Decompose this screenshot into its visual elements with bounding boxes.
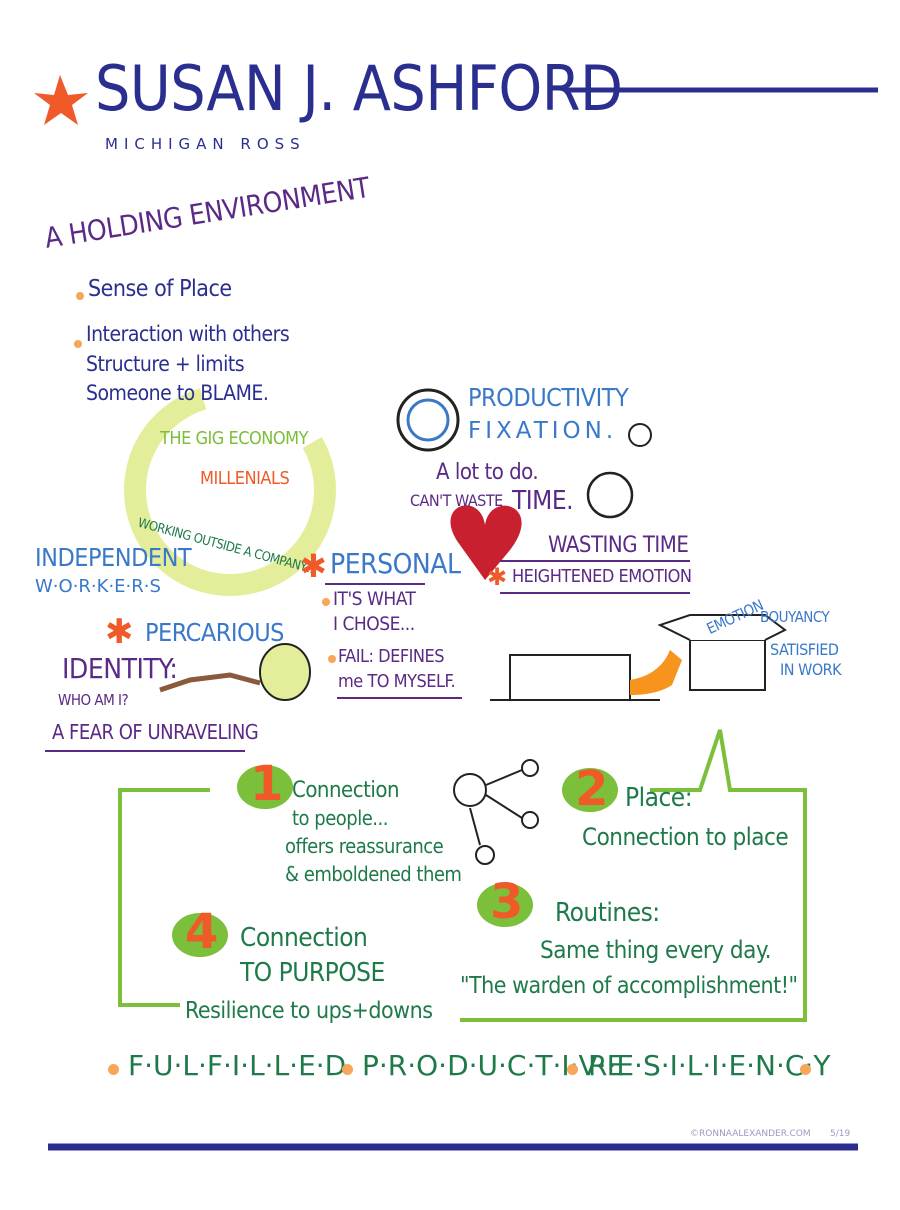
holding-item: Sense of Place bbox=[88, 276, 232, 302]
connection-title: Connection bbox=[292, 778, 400, 803]
connection-title: Routines: bbox=[555, 898, 660, 928]
gig-title: THE GIG ECONOMY bbox=[160, 428, 308, 449]
personal-item: I CHOSE... bbox=[333, 613, 415, 635]
speaker-name: SUSAN J. ASHFORD bbox=[95, 52, 623, 125]
connection-line: offers reassurance bbox=[285, 834, 444, 858]
connection-line: to people... bbox=[292, 806, 388, 830]
satisfied-label: SATISFIED bbox=[770, 640, 839, 659]
outcome-fulfilled: F·U·L·F·I·L·L·E·D bbox=[128, 1049, 347, 1082]
number-2: 2 bbox=[575, 761, 609, 817]
star-icon bbox=[34, 75, 88, 125]
copyright: ©RONNAALEXANDER.COM bbox=[690, 1129, 811, 1139]
connections-frame bbox=[118, 729, 807, 1022]
time-label: TIME. bbox=[512, 486, 574, 516]
bouyancy-label: BOUYANCY bbox=[760, 608, 830, 626]
connection-line: Connection to place bbox=[582, 823, 789, 851]
gear-icon bbox=[396, 388, 460, 452]
percarious-label: PERCARIOUS bbox=[145, 618, 284, 647]
bullet bbox=[567, 1064, 578, 1075]
speaker-affiliation: MICHIGAN ROSS bbox=[105, 135, 306, 153]
bullet bbox=[342, 1064, 353, 1075]
open-box-icon bbox=[657, 614, 787, 691]
workers-label: W·O·R·K·E·R·S bbox=[35, 576, 161, 597]
holding-item: Someone to BLAME. bbox=[86, 381, 269, 405]
divider bbox=[500, 560, 690, 562]
connection-line: Resilience to ups+downs bbox=[185, 998, 433, 1024]
connection-line: TO PURPOSE bbox=[240, 958, 385, 988]
personal-item: FAIL: DEFINES bbox=[338, 646, 445, 667]
crumbling-ground bbox=[159, 672, 261, 693]
divider bbox=[500, 592, 690, 594]
bullet bbox=[328, 655, 336, 663]
lot-to-do: A lot to do. bbox=[436, 460, 539, 485]
holding-item: Interaction with others bbox=[86, 322, 290, 346]
connection-line: & emboldened them bbox=[285, 862, 462, 886]
connection-line: Same thing every day. bbox=[540, 936, 772, 964]
divider bbox=[325, 583, 425, 585]
personal-item: me TO MYSELF. bbox=[338, 671, 456, 692]
connection-title: Connection bbox=[240, 923, 368, 953]
stressed-face-icon bbox=[586, 471, 634, 519]
personal-item: IT'S WHAT bbox=[333, 588, 416, 610]
satisfied-label: IN WORK bbox=[780, 660, 842, 679]
heightened-emotion: HEIGHTENED EMOTION bbox=[512, 566, 692, 587]
network-icon bbox=[453, 759, 539, 865]
holding-item: Structure + limits bbox=[86, 352, 245, 376]
star-icon: ✱ bbox=[105, 612, 134, 652]
star-icon: ✱ bbox=[487, 563, 508, 591]
number-4: 4 bbox=[185, 904, 219, 960]
connection-title: Place: bbox=[625, 783, 693, 813]
wasting-time: WASTING TIME bbox=[548, 533, 689, 558]
outcome-resiliency: R·E·S·I·L·I·E·N·C·Y bbox=[588, 1049, 831, 1082]
number-blobs bbox=[172, 765, 618, 957]
identity-label: IDENTITY: bbox=[62, 652, 178, 685]
clock-icon bbox=[628, 423, 652, 447]
bullet bbox=[800, 1064, 811, 1075]
divider bbox=[45, 750, 245, 752]
fixation-label: FIXATION. bbox=[468, 418, 618, 444]
connection-line: "The warden of accomplishment!" bbox=[460, 973, 798, 999]
date: 5/19 bbox=[830, 1129, 851, 1139]
bullet bbox=[76, 292, 84, 300]
gig-circle-highlight bbox=[124, 384, 336, 596]
building-icon bbox=[490, 654, 660, 701]
independent-label: INDEPENDENT bbox=[35, 543, 192, 572]
bullet bbox=[74, 340, 82, 348]
personal-label: PERSONAL bbox=[330, 547, 461, 580]
number-3: 3 bbox=[490, 874, 524, 930]
number-1: 1 bbox=[250, 756, 284, 812]
fear-label: A FEAR OF UNRAVELING bbox=[52, 720, 259, 744]
star-icon: ✱ bbox=[300, 547, 327, 585]
outcome-productive: P·R·O·D·U·C·T·I·V·E bbox=[362, 1049, 625, 1082]
productivity-label: PRODUCTIVITY bbox=[468, 383, 629, 412]
money-bag-icon bbox=[259, 643, 311, 701]
bullet bbox=[108, 1064, 119, 1075]
bullet bbox=[322, 598, 330, 606]
heart-icon bbox=[450, 505, 522, 580]
divider bbox=[337, 697, 462, 699]
arrow-icon bbox=[630, 650, 682, 695]
who-am-i: WHO AM I? bbox=[58, 691, 129, 709]
millenials-label: MILLENIALS bbox=[200, 468, 290, 489]
cant-waste: CAN'T WASTE bbox=[410, 491, 503, 510]
